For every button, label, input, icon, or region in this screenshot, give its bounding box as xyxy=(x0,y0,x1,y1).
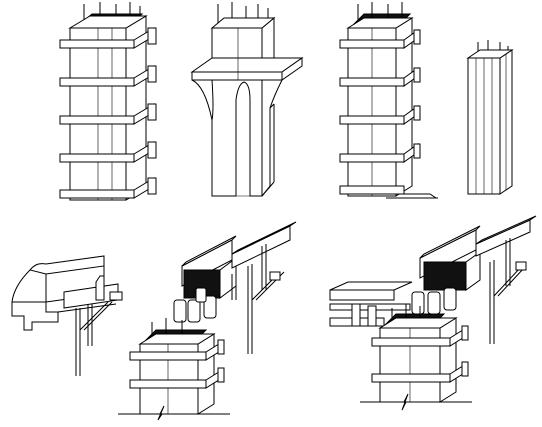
column-yokes-lower xyxy=(129,339,225,389)
beam-column-joint-formwork xyxy=(118,221,297,421)
precast-column-with-corbel xyxy=(190,2,304,197)
beam-rebar-mesh-2 xyxy=(423,261,467,291)
column-shaft xyxy=(192,79,283,197)
column-yokes xyxy=(59,27,157,199)
t-beam-section xyxy=(11,301,59,331)
slab-beam-column-joint-formwork xyxy=(329,215,537,411)
edge-beam-formwork xyxy=(11,255,123,376)
formwork-column-with-base xyxy=(339,2,438,199)
column-top xyxy=(68,15,148,29)
slender-column-form xyxy=(466,40,514,195)
corbel-ledge xyxy=(191,71,283,81)
column-yokes-lower-2 xyxy=(371,325,469,383)
formwork-column-with-ties xyxy=(59,2,157,201)
column-yokes-2 xyxy=(339,29,421,163)
